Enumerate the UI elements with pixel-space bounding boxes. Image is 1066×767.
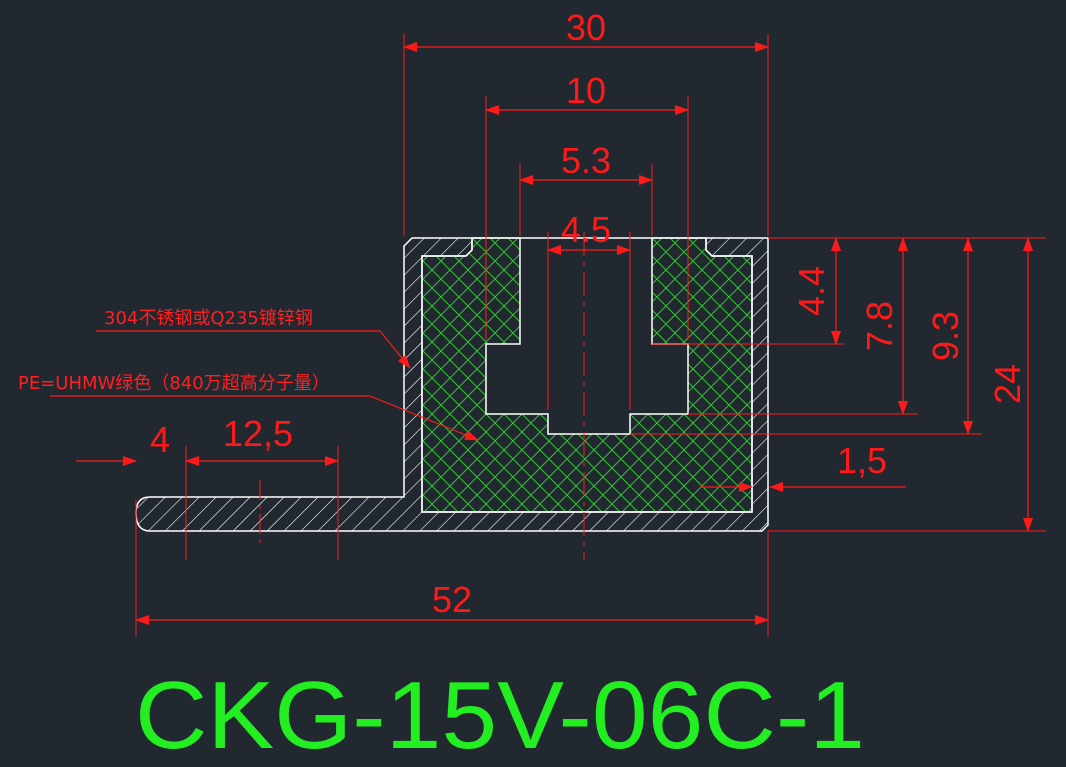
pe-insert: [421, 237, 753, 513]
dim-height-24: 24: [987, 364, 1028, 404]
dim-flange-12-5: 12,5: [223, 413, 293, 454]
dimension-lines: [50, 42, 1033, 625]
dim-total-52: 52: [432, 579, 472, 620]
dim-wall-1-5: 1,5: [837, 440, 887, 481]
dim-slot-width: 5.3: [561, 140, 611, 181]
dim-top-width: 30: [566, 7, 606, 48]
dim-channel-outer: 10: [566, 70, 606, 111]
extension-lines: [135, 34, 1046, 636]
pe-note: PE=UHMW绿色（840万超高分子量）: [18, 373, 330, 394]
dim-slot-inner: 4.5: [561, 209, 611, 250]
dim-height-4-4: 4.4: [791, 266, 832, 316]
dim-height-9-3: 9.3: [925, 311, 966, 361]
drawing-title: CKG-15V-06C-1: [135, 662, 865, 767]
dim-height-7-8: 7.8: [859, 301, 900, 351]
material-note: 304不锈钢或Q235镀锌钢: [104, 308, 313, 329]
dim-flange-4: 4: [150, 419, 170, 460]
